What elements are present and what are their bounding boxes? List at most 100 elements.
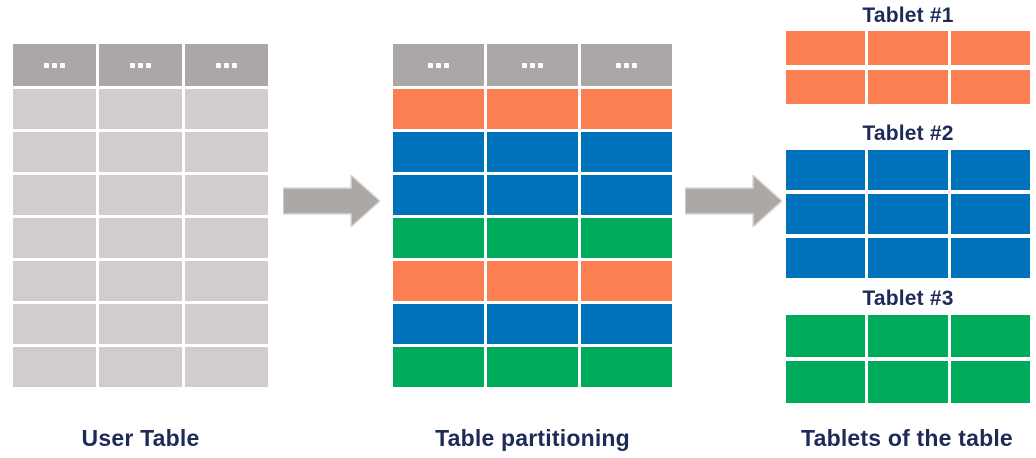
table-row [786, 70, 1030, 104]
table-cell [99, 89, 182, 129]
table-cell [950, 361, 1030, 403]
table-cell [581, 89, 672, 129]
table-cell [786, 238, 866, 278]
table-row [393, 347, 672, 387]
table-cell [185, 89, 268, 129]
table-cell [99, 218, 182, 258]
table-cell [786, 315, 866, 357]
table-row [786, 194, 1030, 234]
table-cell [393, 218, 484, 258]
table-row [13, 175, 268, 215]
table-cell [868, 194, 948, 234]
table-cell [868, 70, 948, 104]
table-cell [99, 261, 182, 301]
table-cell [13, 347, 96, 387]
table-row [393, 89, 672, 129]
table-cell [13, 304, 96, 344]
header-cell [185, 44, 268, 86]
table-cell [868, 361, 948, 403]
table-cell [786, 361, 866, 403]
table-row [393, 261, 672, 301]
table-cell [950, 238, 1030, 278]
ellipsis-icon [616, 62, 637, 68]
table-row [786, 361, 1030, 403]
table-cell [581, 304, 672, 344]
header-cell [99, 44, 182, 86]
table-row [13, 218, 268, 258]
table-cell [13, 218, 96, 258]
tablets-label: Tablets of the table [801, 425, 1013, 451]
partitioned-table [393, 44, 672, 387]
table-cell [581, 347, 672, 387]
table-cell [487, 175, 578, 215]
table-row [13, 132, 268, 172]
partitioned-table-label: Table partitioning [435, 425, 630, 451]
ellipsis-icon [428, 62, 449, 68]
arrow-right-icon [283, 175, 380, 227]
table-cell [99, 175, 182, 215]
table-cell [13, 89, 96, 129]
table-cell [13, 261, 96, 301]
table-row [786, 31, 1030, 65]
tablet-3-table [786, 315, 1030, 403]
table-cell [185, 347, 268, 387]
table-row [13, 261, 268, 301]
user-table [13, 44, 268, 387]
ellipsis-icon [130, 62, 151, 68]
table-cell [950, 315, 1030, 357]
table-cell [786, 194, 866, 234]
table-row [786, 315, 1030, 357]
table-row [13, 304, 268, 344]
table-cell [487, 218, 578, 258]
table-cell [581, 218, 672, 258]
table-cell [487, 261, 578, 301]
ellipsis-icon [522, 62, 543, 68]
tablet-1-title: Tablet #1 [862, 4, 954, 27]
table-cell [487, 347, 578, 387]
table-cell [99, 132, 182, 172]
header-cell [13, 44, 96, 86]
table-cell [786, 70, 866, 104]
table-row [13, 347, 268, 387]
table-cell [786, 31, 866, 65]
tablet-2-title: Tablet #2 [862, 122, 954, 145]
table-cell [950, 31, 1030, 65]
table-cell [393, 304, 484, 344]
user-table-label: User Table [81, 425, 200, 451]
header-row [13, 44, 268, 86]
table-cell [868, 150, 948, 190]
table-cell [99, 304, 182, 344]
table-cell [868, 315, 948, 357]
table-cell [868, 238, 948, 278]
header-cell [393, 44, 484, 86]
table-cell [487, 89, 578, 129]
table-cell [487, 304, 578, 344]
table-row [786, 150, 1030, 190]
table-row [393, 132, 672, 172]
table-cell [581, 261, 672, 301]
table-cell [393, 347, 484, 387]
table-cell [185, 132, 268, 172]
table-cell [786, 150, 866, 190]
table-cell [950, 194, 1030, 234]
table-row [13, 89, 268, 129]
ellipsis-icon [216, 62, 237, 68]
header-row [393, 44, 672, 86]
table-cell [185, 218, 268, 258]
table-row [393, 218, 672, 258]
table-cell [393, 175, 484, 215]
table-cell [185, 175, 268, 215]
table-cell [868, 31, 948, 65]
arrow-right-icon [685, 175, 782, 227]
table-cell [581, 132, 672, 172]
ellipsis-icon [44, 62, 65, 68]
table-cell [581, 175, 672, 215]
table-cell [185, 304, 268, 344]
table-cell [487, 132, 578, 172]
table-cell [950, 150, 1030, 190]
table-cell [393, 132, 484, 172]
tablet-2-table [786, 150, 1030, 278]
table-cell [99, 347, 182, 387]
table-row [786, 238, 1030, 278]
